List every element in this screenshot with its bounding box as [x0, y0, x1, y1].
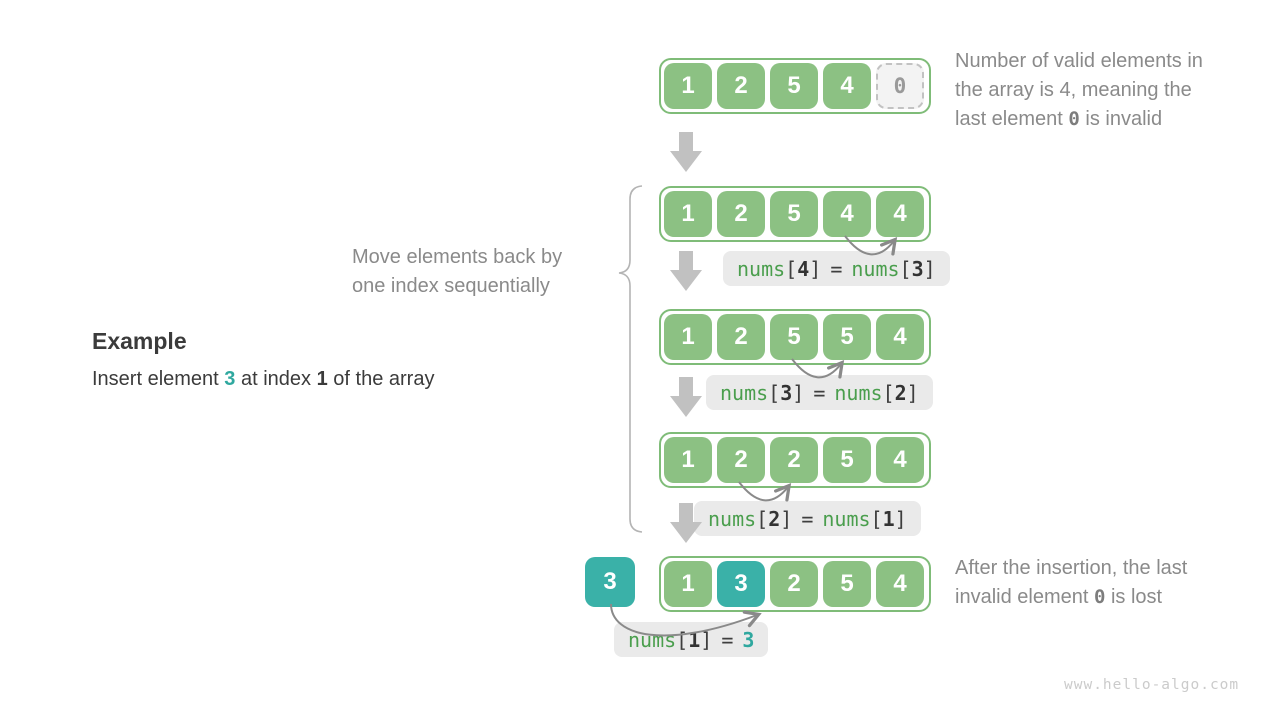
code-token: = — [813, 380, 826, 405]
code-token: ] — [906, 380, 919, 405]
note-line: one index sequentially — [352, 275, 550, 297]
code-token: [ — [785, 256, 798, 281]
array-step2: 1 2 5 5 4 — [659, 309, 931, 365]
example-desc-text: of the array — [327, 368, 435, 390]
array-cell: 5 — [770, 191, 818, 237]
note-invalid-element: Number of valid elements in the array is… — [955, 47, 1203, 134]
array-cell: 4 — [823, 63, 871, 109]
example-title: Example — [92, 328, 187, 354]
array-cell: 4 — [876, 561, 924, 607]
code-token: [ — [768, 380, 781, 405]
array-cell: 1 — [664, 191, 712, 237]
code-token: 4 — [797, 256, 810, 281]
array-cell: 2 — [717, 191, 765, 237]
note-move-elements: Move elements back by one index sequenti… — [352, 243, 562, 301]
example-description: Insert element 3 at index 1 of the array — [92, 368, 434, 391]
note-line: After the insertion, the last — [955, 557, 1188, 579]
code-token: nums — [851, 256, 900, 281]
code-token: nums — [822, 506, 871, 531]
code-token: ] — [780, 506, 793, 531]
array-step1: 1 2 5 4 4 — [659, 186, 931, 242]
array-cell: 2 — [717, 437, 765, 483]
code-token: 2 — [768, 506, 781, 531]
code-token: nums — [708, 506, 757, 531]
note-code-zero: 0 — [1068, 108, 1080, 130]
array-cell: 5 — [770, 63, 818, 109]
code-token: ] — [700, 627, 713, 652]
array-cell: 1 — [664, 63, 712, 109]
array-cell-invalid: 0 — [876, 63, 924, 109]
code-token: [ — [676, 627, 689, 652]
code-token: = — [721, 627, 734, 652]
code-token: ] — [923, 256, 936, 281]
array-cell: 4 — [823, 191, 871, 237]
code-token: 1 — [882, 506, 895, 531]
array-cell: 2 — [717, 314, 765, 360]
array-step3: 1 2 2 5 4 — [659, 432, 931, 488]
array-cell: 5 — [823, 561, 871, 607]
code-token: [ — [899, 256, 912, 281]
inserted-element-cell: 3 — [585, 557, 635, 607]
code-label-step2: nums[3]=nums[2] — [706, 375, 933, 410]
code-token: [ — [882, 380, 895, 405]
code-token: nums — [720, 380, 769, 405]
code-token: = — [830, 256, 843, 281]
array-cell: 5 — [823, 314, 871, 360]
note-line: the array is 4, meaning the — [955, 79, 1192, 101]
array-initial: 1 2 5 4 0 — [659, 58, 931, 114]
array-cell: 2 — [770, 437, 818, 483]
code-label-step3: nums[2]=nums[1] — [694, 501, 921, 536]
note-line: invalid element 0 is lost — [955, 586, 1163, 608]
array-cell: 2 — [717, 63, 765, 109]
curly-brace — [618, 185, 643, 533]
note-line: last element 0 is invalid — [955, 108, 1163, 130]
code-token: = — [801, 506, 814, 531]
array-cell: 5 — [823, 437, 871, 483]
array-cell: 1 — [664, 314, 712, 360]
example-desc-text: Insert element — [92, 368, 225, 390]
code-token: [ — [870, 506, 883, 531]
code-token: nums — [737, 256, 786, 281]
code-token: [ — [756, 506, 769, 531]
code-token: nums — [628, 627, 677, 652]
array-cell: 2 — [770, 561, 818, 607]
watermark-url: www.hello-algo.com — [1064, 677, 1240, 693]
code-token: ] — [894, 506, 907, 531]
example-insert-value: 3 — [224, 368, 236, 390]
example-insert-index: 1 — [316, 368, 328, 390]
code-token: 1 — [688, 627, 701, 652]
code-label-insert: nums[1] = 3 — [614, 622, 769, 657]
note-after-insertion: After the insertion, the last invalid el… — [955, 554, 1187, 612]
down-arrow-icon — [670, 251, 702, 291]
code-token: ] — [792, 380, 805, 405]
array-cell: 1 — [664, 437, 712, 483]
note-code-zero: 0 — [1093, 586, 1106, 608]
down-arrow-icon — [670, 132, 702, 172]
note-line: Number of valid elements in — [955, 50, 1203, 72]
example-desc-text: at index — [235, 368, 317, 390]
array-cell: 5 — [770, 314, 818, 360]
code-token: nums — [834, 380, 883, 405]
array-cell: 4 — [876, 314, 924, 360]
array-cell: 4 — [876, 437, 924, 483]
code-label-step1: nums[4]=nums[3] — [723, 251, 950, 286]
note-line: Move elements back by — [352, 246, 563, 268]
array-cell: 4 — [876, 191, 924, 237]
code-token: 3 — [911, 256, 924, 281]
array-final: 1 3 2 5 4 — [659, 556, 931, 612]
code-token: 2 — [894, 380, 907, 405]
down-arrow-icon — [670, 377, 702, 417]
array-cell: 1 — [664, 561, 712, 607]
array-cell-inserted: 3 — [717, 561, 765, 607]
code-token: 3 — [742, 627, 755, 652]
code-token: 3 — [780, 380, 793, 405]
code-token: ] — [809, 256, 822, 281]
